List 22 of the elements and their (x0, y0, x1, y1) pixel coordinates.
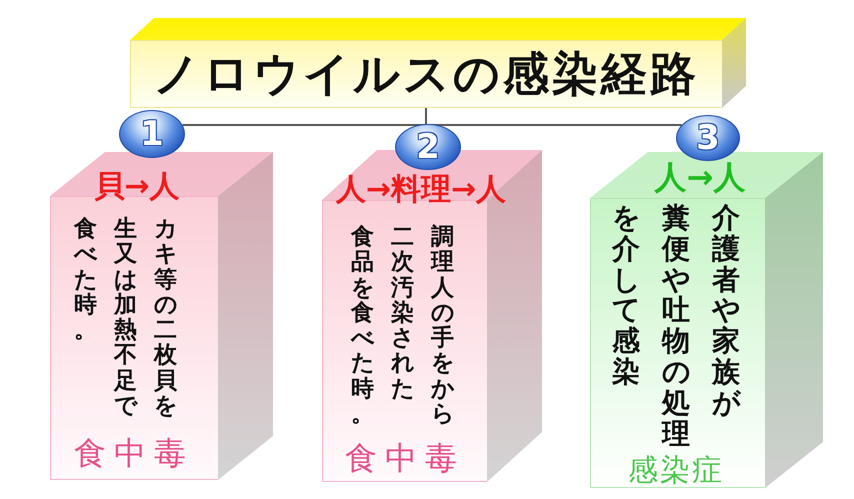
description-text: を介して感染 (612, 203, 640, 388)
title-text: ノロウイルスの感染経路 (153, 48, 699, 100)
category-label: 食中毒 (344, 442, 465, 476)
description-text: 二次汚染された (391, 225, 414, 402)
category-label: 感染症 (627, 455, 724, 486)
description-text: 糞便や吐物の処理 (662, 203, 690, 450)
description-text: 調理人の手をから (431, 225, 454, 428)
step-number: 1 (140, 117, 164, 151)
description-text: 食べた時。 (74, 217, 97, 344)
route-box (50, 152, 273, 480)
step-number: 3 (696, 121, 720, 155)
route-box (590, 152, 823, 488)
route-heading: 人→人 (654, 160, 746, 196)
description-text: 生又は加熱不足で (114, 217, 137, 420)
category-label: 食中毒 (73, 437, 194, 471)
description-text: カキ等の二枚貝を (154, 217, 177, 420)
route-heading: 貝→人 (94, 170, 180, 203)
description-text: 食品を食べた時。 (351, 225, 374, 428)
step-number: 2 (416, 130, 440, 164)
description-text: 介護者や家族が (712, 203, 740, 419)
route-heading: 人→料理→人 (336, 173, 506, 206)
title-box (130, 18, 746, 108)
